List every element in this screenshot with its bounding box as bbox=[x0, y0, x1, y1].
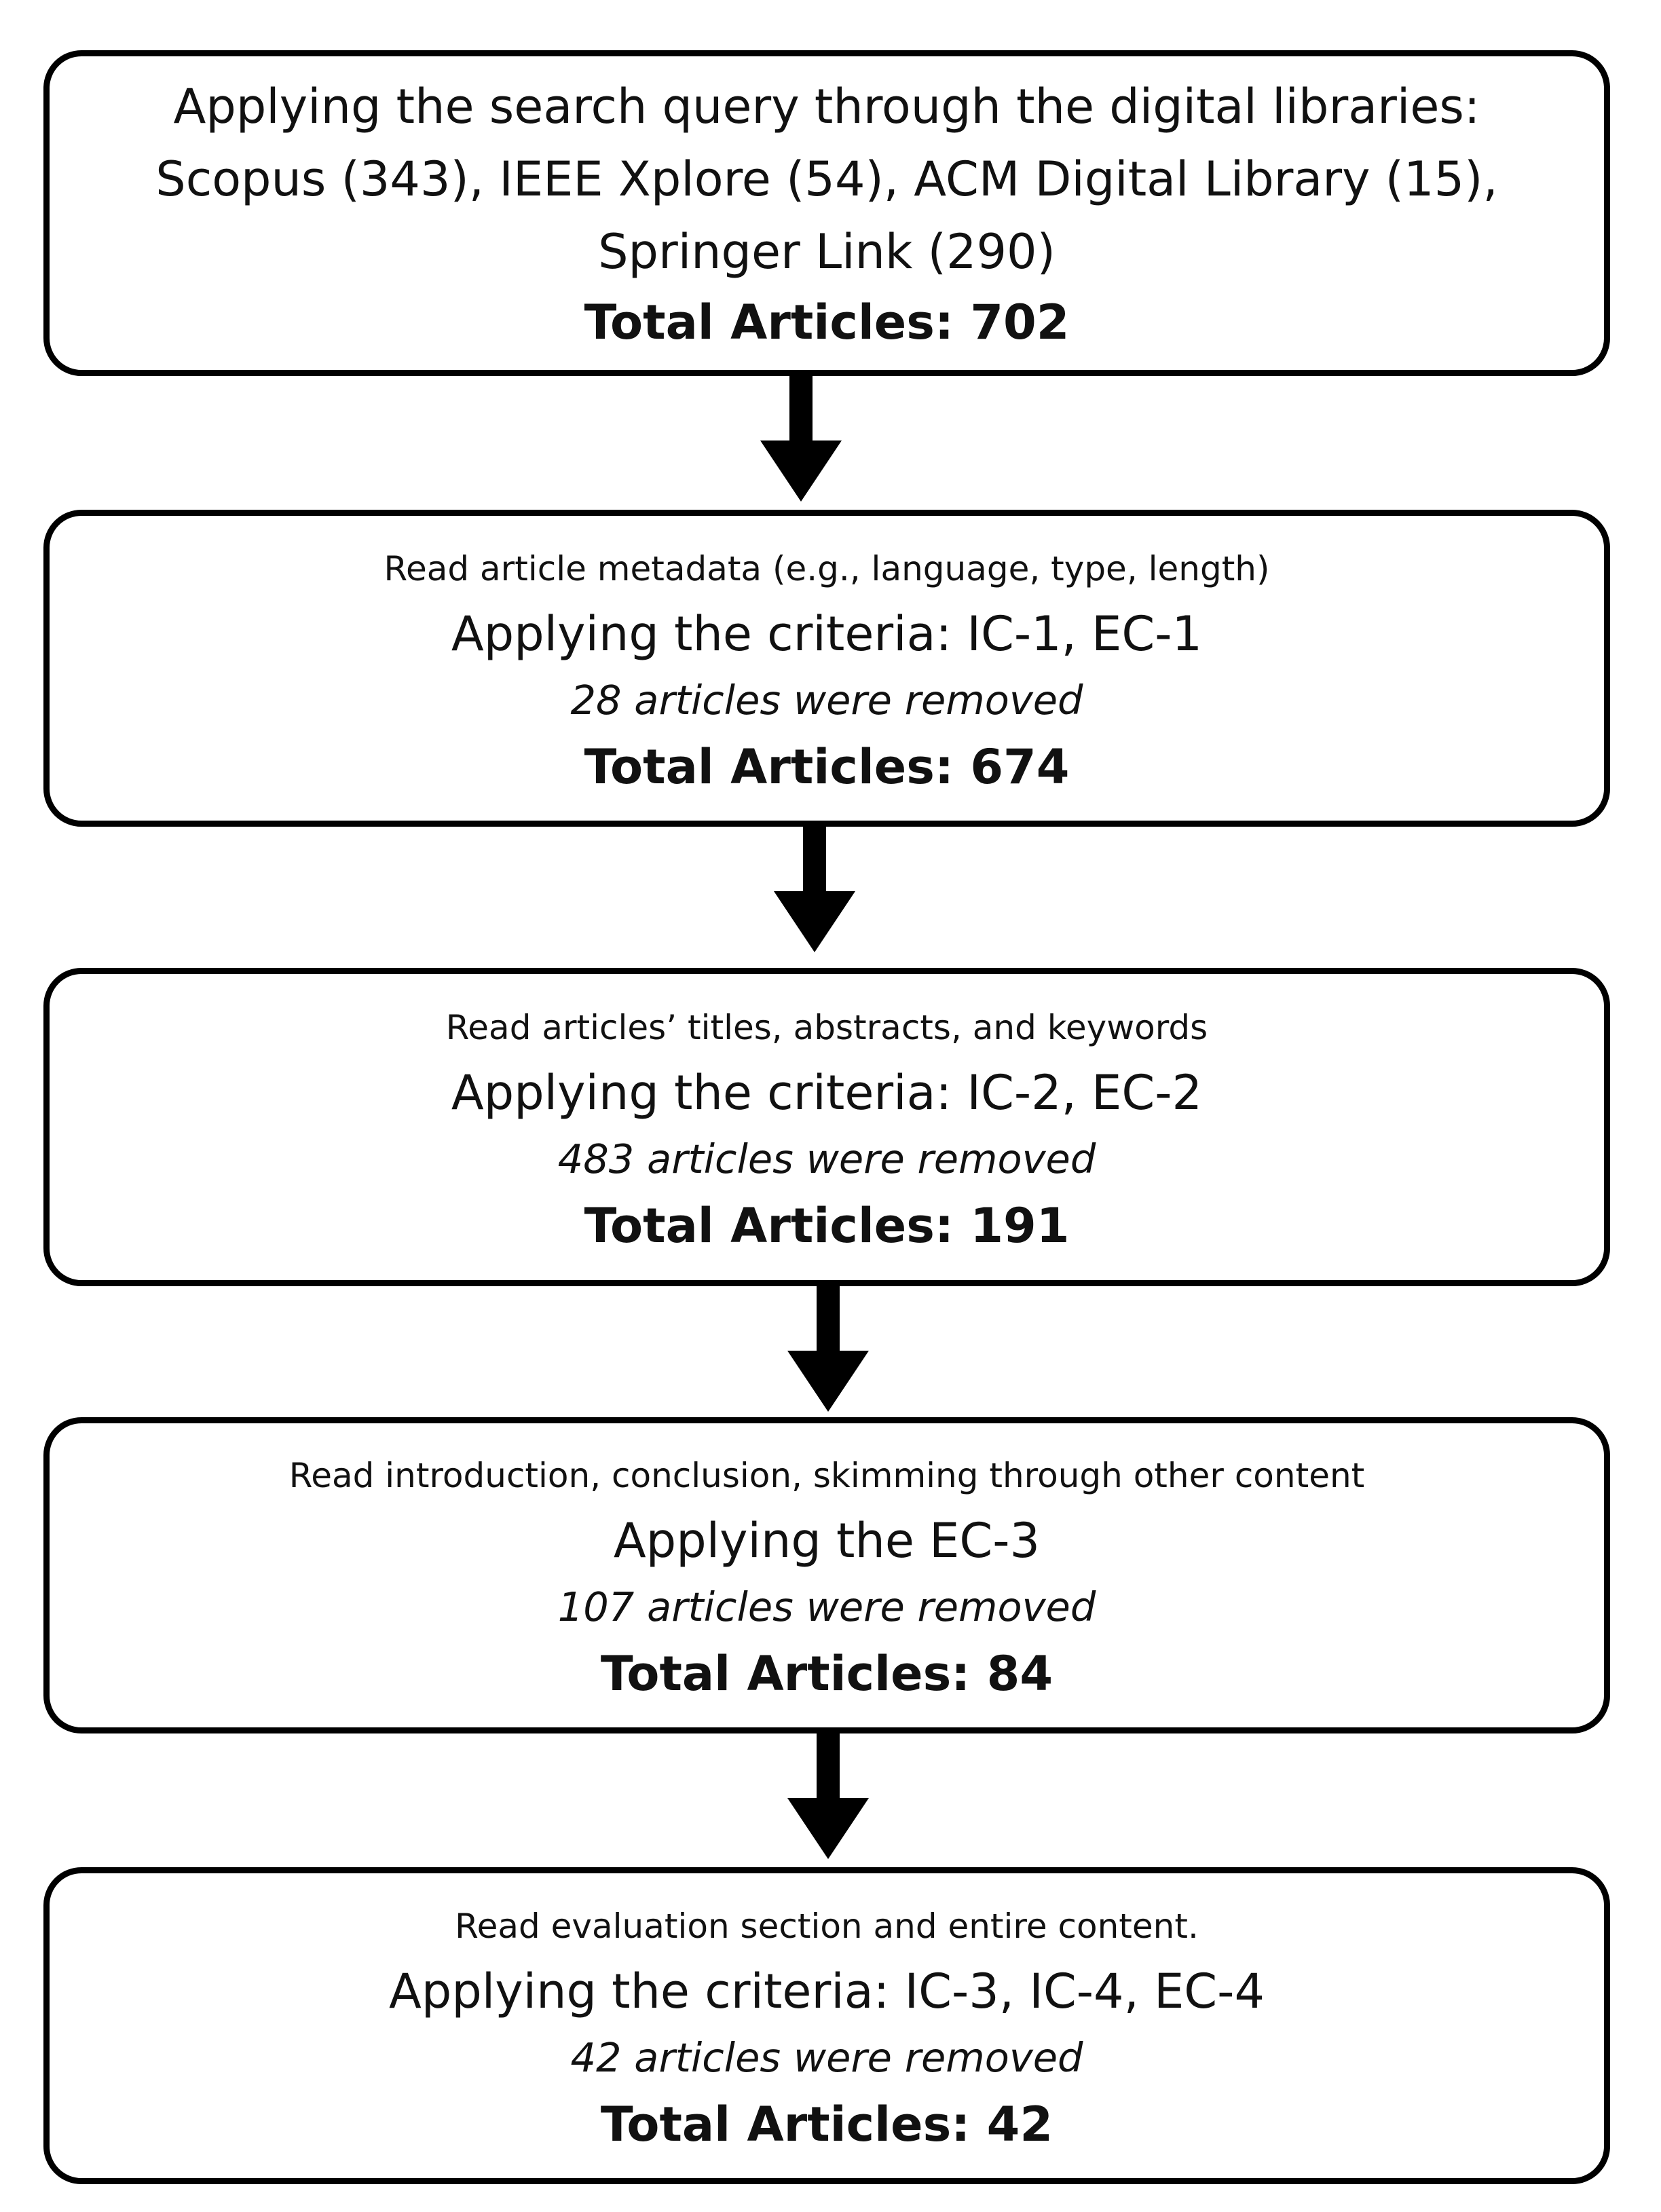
step-activity: Read evaluation section and entire conte… bbox=[455, 1906, 1199, 1946]
step-criteria: Applying the criteria: IC-1, EC-1 bbox=[451, 605, 1203, 662]
removed-count: 42 articles were removed bbox=[570, 2033, 1083, 2081]
step-criteria: Applying the EC-3 bbox=[613, 1513, 1041, 1569]
step-activity: Read articles’ titles, abstracts, and ke… bbox=[445, 1007, 1208, 1047]
step-box-search: Applying the search query through the di… bbox=[43, 50, 1610, 376]
down-arrow-icon bbox=[774, 827, 855, 952]
removed-count: 483 articles were removed bbox=[557, 1135, 1096, 1182]
step-box-evaluation: Read evaluation section and entire conte… bbox=[43, 1867, 1610, 2184]
down-arrow-icon bbox=[760, 376, 842, 502]
search-query-line-3: Springer Link (290) bbox=[598, 223, 1056, 280]
step-activity: Read introduction, conclusion, skimming … bbox=[288, 1456, 1365, 1495]
total-articles: Total Articles: 84 bbox=[600, 1646, 1053, 1702]
step-activity: Read article metadata (e.g., language, t… bbox=[384, 548, 1270, 588]
step-criteria: Applying the criteria: IC-3, IC-4, EC-4 bbox=[389, 1963, 1265, 2019]
step-criteria: Applying the criteria: IC-2, EC-2 bbox=[451, 1064, 1203, 1121]
search-query-line-1: Applying the search query through the di… bbox=[173, 78, 1480, 134]
step-box-titles-abstracts: Read articles’ titles, abstracts, and ke… bbox=[43, 968, 1610, 1286]
total-articles: Total Articles: 674 bbox=[584, 738, 1070, 795]
total-articles: Total Articles: 42 bbox=[600, 2096, 1053, 2152]
down-arrow-icon bbox=[787, 1286, 869, 1412]
removed-count: 28 articles were removed bbox=[570, 676, 1083, 724]
down-arrow-icon bbox=[787, 1733, 869, 1859]
search-query-line-2: Scopus (343), IEEE Xplore (54), ACM Digi… bbox=[155, 151, 1498, 207]
step-box-introduction: Read introduction, conclusion, skimming … bbox=[43, 1417, 1610, 1733]
total-articles: Total Articles: 702 bbox=[584, 294, 1070, 350]
removed-count: 107 articles were removed bbox=[557, 1583, 1096, 1630]
step-box-metadata: Read article metadata (e.g., language, t… bbox=[43, 510, 1610, 827]
total-articles: Total Articles: 191 bbox=[584, 1197, 1070, 1254]
